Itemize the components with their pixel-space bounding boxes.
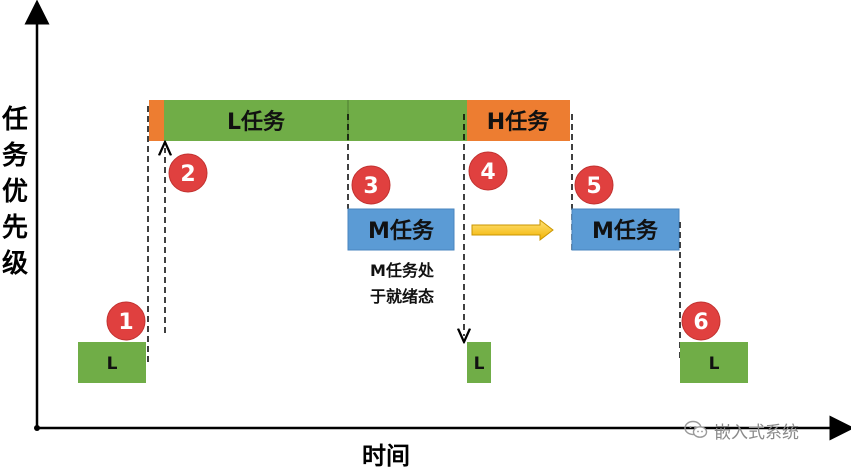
note-line-1: M任务处: [370, 261, 434, 280]
y-axis-label-char: 务: [1, 141, 28, 171]
l-task-low-box-2: [467, 342, 491, 383]
note-line-2: 于就绪态: [369, 287, 434, 306]
yellow-arrow: [471, 218, 554, 242]
y-axis-label-char: 先: [1, 213, 28, 243]
svg-text:3: 3: [363, 174, 378, 199]
axis-origin-dot: [34, 425, 40, 431]
l-task-high-box: [164, 100, 469, 141]
svg-text:2: 2: [180, 162, 195, 187]
marker-6: 6: [681, 301, 721, 341]
watermark-text: 嵌入式系统: [714, 422, 799, 443]
l-task-low-box-1: [78, 342, 146, 383]
l-task-low-box-1-label: L: [107, 354, 118, 374]
marker-3: 3: [351, 165, 391, 205]
y-axis-label-char: 任: [1, 105, 28, 135]
h-task-box-label: H任务: [487, 109, 550, 135]
marker-4: 4: [468, 151, 508, 191]
m-task-box-2: [571, 208, 680, 251]
chat-bubbles-icon: [684, 420, 708, 438]
y-axis-label: 任 务 优 先 级: [0, 102, 30, 282]
svg-text:4: 4: [480, 160, 495, 185]
svg-text:5: 5: [586, 174, 601, 199]
svg-text:1: 1: [118, 310, 133, 335]
y-axis-label-char: 优: [1, 177, 28, 207]
m-task-box-2-label: M任务: [592, 218, 659, 244]
h-task-box: [467, 100, 570, 141]
l-task-low-box-3-label: L: [709, 354, 720, 374]
marker-2: 2: [168, 153, 208, 193]
m-task-box-1: [347, 208, 455, 251]
orange-sliver: [149, 100, 164, 141]
y-axis-label-char: 级: [1, 249, 28, 279]
m-task-ready-note: M任务处 于就绪态: [356, 258, 448, 310]
l-task-low-box-2-label: L: [474, 354, 485, 374]
m-task-box-1-label: M任务: [368, 218, 435, 244]
watermark: 嵌入式系统: [684, 418, 799, 443]
svg-text:6: 6: [693, 310, 708, 335]
marker-5: 5: [574, 165, 614, 205]
marker-1: 1: [106, 301, 146, 341]
x-axis-label: 时间: [362, 442, 410, 470]
l-task-low-box-3: [680, 342, 748, 383]
l-task-high-box-label: L任务: [227, 109, 286, 135]
